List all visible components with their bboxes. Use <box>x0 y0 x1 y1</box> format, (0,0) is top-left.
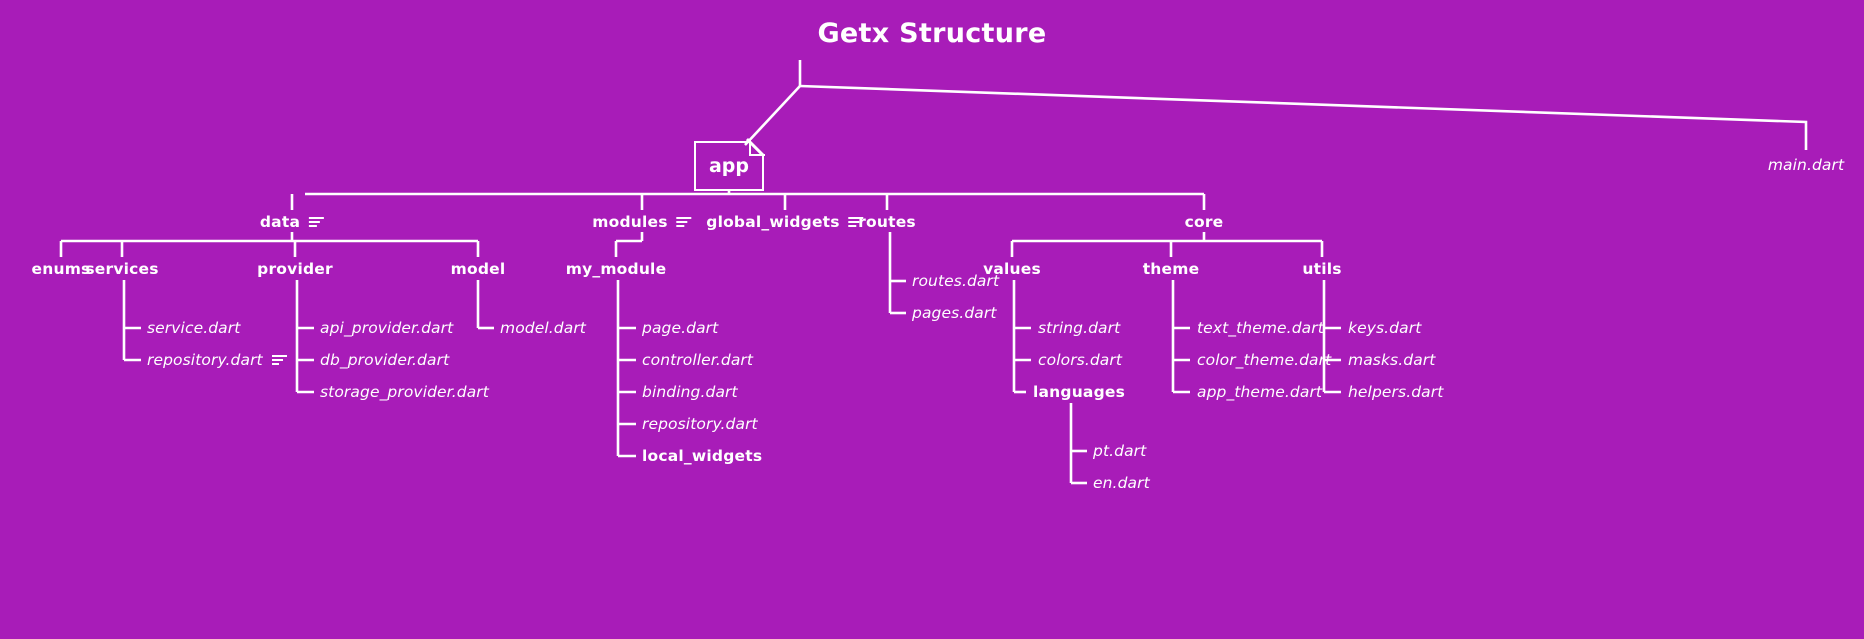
node-label: repository.dart <box>147 351 263 369</box>
node-label: routes <box>858 213 916 231</box>
node-label: helpers.dart <box>1348 383 1444 401</box>
node-core[interactable]: core <box>1185 213 1224 231</box>
node-label: main.dart <box>1767 156 1845 174</box>
root-to-main <box>799 84 1808 150</box>
node-repository_dart[interactable]: repository.dart <box>147 351 287 369</box>
page-fold-icon <box>748 140 765 157</box>
node-data[interactable]: data <box>259 213 325 231</box>
node-local_widgets[interactable]: local_widgets <box>642 447 762 465</box>
app-node-label: app <box>708 155 750 177</box>
node-my_module[interactable]: my_module <box>566 260 667 278</box>
node-label: languages <box>1033 383 1126 401</box>
node-label: modules <box>592 213 668 231</box>
list-lines-icon <box>309 216 325 228</box>
node-utils[interactable]: utils <box>1302 260 1341 278</box>
node-label: controller.dart <box>642 351 754 369</box>
node-storage_provider[interactable]: storage_provider.dart <box>320 383 489 401</box>
node-languages[interactable]: languages <box>1033 383 1125 401</box>
node-label: data <box>259 213 301 231</box>
node-binding_dart[interactable]: binding.dart <box>642 383 738 401</box>
root-to-app <box>744 85 801 146</box>
node-label: my_module <box>565 260 667 278</box>
node-masks_dart[interactable]: masks.dart <box>1348 351 1435 369</box>
node-label: storage_provider.dart <box>320 383 489 401</box>
app-folder-node[interactable]: app <box>694 140 765 191</box>
node-keys_dart[interactable]: keys.dart <box>1348 319 1421 337</box>
list-lines-icon <box>848 216 864 228</box>
node-string_dart[interactable]: string.dart <box>1038 319 1120 337</box>
node-provider[interactable]: provider <box>257 260 333 278</box>
node-text_theme[interactable]: text_theme.dart <box>1197 319 1324 337</box>
node-enums[interactable]: enums <box>32 260 91 278</box>
node-page_dart[interactable]: page.dart <box>642 319 718 337</box>
node-label: model.dart <box>500 319 586 337</box>
node-label: utils <box>1302 260 1342 278</box>
node-services[interactable]: services <box>85 260 158 278</box>
node-label: local_widgets <box>642 447 763 465</box>
node-label: color_theme.dart <box>1197 351 1332 369</box>
node-label: binding.dart <box>642 383 738 401</box>
node-label: repository.dart <box>642 415 758 433</box>
node-label: pt.dart <box>1093 442 1147 460</box>
node-label: service.dart <box>147 319 241 337</box>
node-label: services <box>85 260 159 278</box>
node-global_widgets[interactable]: global_widgets <box>706 213 864 231</box>
node-modules[interactable]: modules <box>592 213 692 231</box>
node-db_provider[interactable]: db_provider.dart <box>320 351 449 369</box>
node-routes[interactable]: routes <box>858 213 916 231</box>
node-helpers_dart[interactable]: helpers.dart <box>1348 383 1443 401</box>
node-colors_dart[interactable]: colors.dart <box>1038 351 1122 369</box>
node-label: provider <box>257 260 333 278</box>
node-color_theme[interactable]: color_theme.dart <box>1197 351 1331 369</box>
list-lines-icon <box>271 354 287 366</box>
node-label: routes.dart <box>912 272 1000 290</box>
node-label: pages.dart <box>912 304 997 322</box>
node-label: string.dart <box>1038 319 1121 337</box>
node-app_theme[interactable]: app_theme.dart <box>1197 383 1322 401</box>
list-lines-icon <box>676 216 692 228</box>
node-model[interactable]: model <box>451 260 506 278</box>
node-theme[interactable]: theme <box>1143 260 1200 278</box>
node-label: values <box>983 260 1041 278</box>
node-label: text_theme.dart <box>1197 319 1324 337</box>
node-label: masks.dart <box>1348 351 1436 369</box>
node-pages_dart[interactable]: pages.dart <box>912 304 997 322</box>
node-routes_dart[interactable]: routes.dart <box>912 272 999 290</box>
node-pt_dart[interactable]: pt.dart <box>1093 442 1146 460</box>
node-label: colors.dart <box>1038 351 1123 369</box>
node-service_dart[interactable]: service.dart <box>147 319 240 337</box>
node-label: app_theme.dart <box>1197 383 1323 401</box>
node-label: api_provider.dart <box>320 319 454 337</box>
page-title: Getx Structure <box>817 18 1047 49</box>
node-label: db_provider.dart <box>320 351 450 369</box>
node-label: page.dart <box>642 319 719 337</box>
node-label: model <box>450 260 506 278</box>
node-model_dart[interactable]: model.dart <box>500 319 586 337</box>
node-en_dart[interactable]: en.dart <box>1093 474 1150 492</box>
node-label: en.dart <box>1093 474 1150 492</box>
node-label: theme <box>1142 260 1200 278</box>
node-label: global_widgets <box>706 213 840 231</box>
node-label: enums <box>31 260 91 278</box>
node-repo_mod_dart[interactable]: repository.dart <box>642 415 758 433</box>
node-api_provider[interactable]: api_provider.dart <box>320 319 453 337</box>
node-main-dart[interactable]: main.dart <box>1768 156 1844 174</box>
node-label: keys.dart <box>1348 319 1422 337</box>
node-controller_dart[interactable]: controller.dart <box>642 351 753 369</box>
node-label: core <box>1184 213 1224 231</box>
node-values[interactable]: values <box>983 260 1041 278</box>
